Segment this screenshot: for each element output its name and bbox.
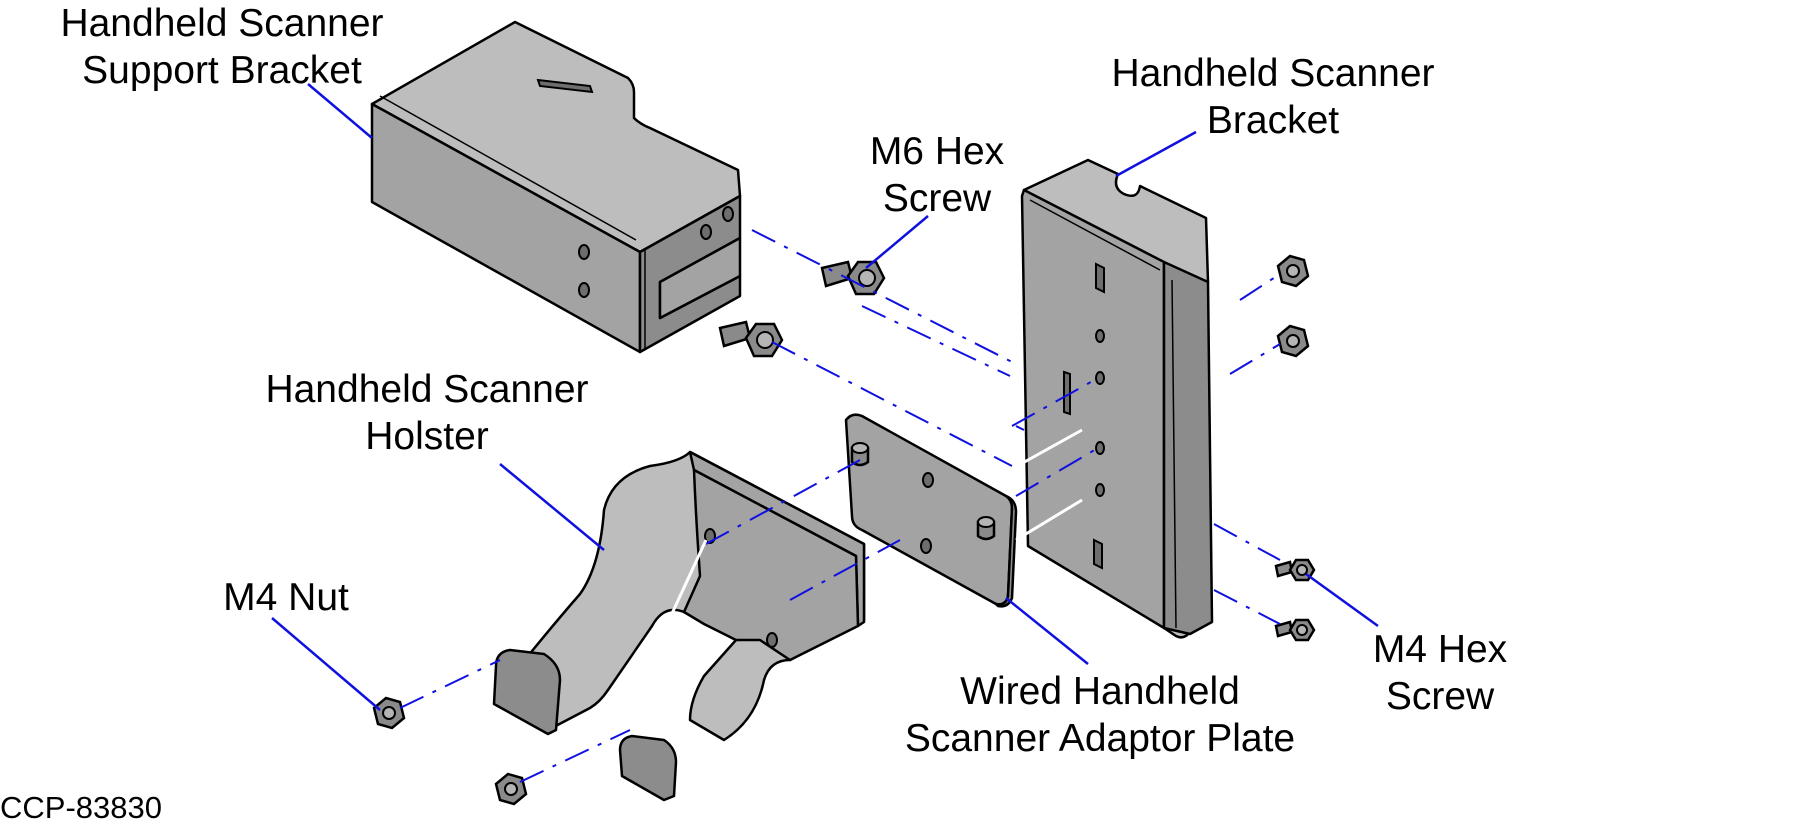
adaptor-plate-part — [844, 413, 1018, 608]
label-m4-hex-screw: M4 Hex Screw — [1356, 626, 1524, 720]
label-support-bracket-line2: Support Bracket — [82, 49, 362, 92]
m4-nut-right-2 — [1276, 324, 1310, 358]
label-scanner-bracket: Handheld Scanner Bracket — [1096, 50, 1450, 144]
scanner-bracket-part — [1020, 158, 1214, 639]
label-m6-hex-screw-line2: Screw — [882, 177, 992, 220]
label-holster-line2: Holster — [365, 415, 489, 458]
label-m4-hex-screw-line1: M4 Hex — [1372, 628, 1508, 671]
figure-id: CCP-83830 — [0, 790, 162, 825]
m4-nut-right-1 — [1276, 254, 1310, 288]
label-m4-nut: M4 Nut — [198, 574, 374, 621]
m4-hex-screw-2 — [1274, 618, 1316, 642]
label-m4-hex-screw-line2: Screw — [1385, 675, 1495, 718]
label-adaptor-plate-line2: Scanner Adaptor Plate — [904, 717, 1296, 760]
label-m4-nut-line1: M4 Nut — [223, 576, 349, 619]
m6-hex-screw-2 — [718, 320, 784, 358]
label-adaptor-plate-line1: Wired Handheld — [960, 670, 1240, 713]
m4-nut-left-2 — [494, 772, 528, 806]
label-support-bracket: Handheld Scanner Support Bracket — [44, 0, 400, 94]
label-adaptor-plate: Wired Handheld Scanner Adaptor Plate — [888, 668, 1312, 762]
label-holster: Handheld Scanner Holster — [252, 366, 602, 460]
label-scanner-bracket-line2: Bracket — [1206, 99, 1340, 142]
m6-hex-screw-1 — [820, 260, 886, 296]
support-bracket-part — [370, 20, 742, 354]
leader-lines — [271, 83, 1379, 711]
assembly-axes — [399, 229, 1281, 783]
label-m6-hex-screw-line1: M6 Hex — [869, 130, 1005, 173]
m4-nut-left-1 — [372, 696, 406, 730]
label-support-bracket-line1: Handheld Scanner — [60, 2, 384, 45]
label-m6-hex-screw: M6 Hex Screw — [852, 128, 1022, 222]
label-holster-line1: Handheld Scanner — [265, 368, 589, 411]
label-scanner-bracket-line1: Handheld Scanner — [1111, 52, 1435, 95]
